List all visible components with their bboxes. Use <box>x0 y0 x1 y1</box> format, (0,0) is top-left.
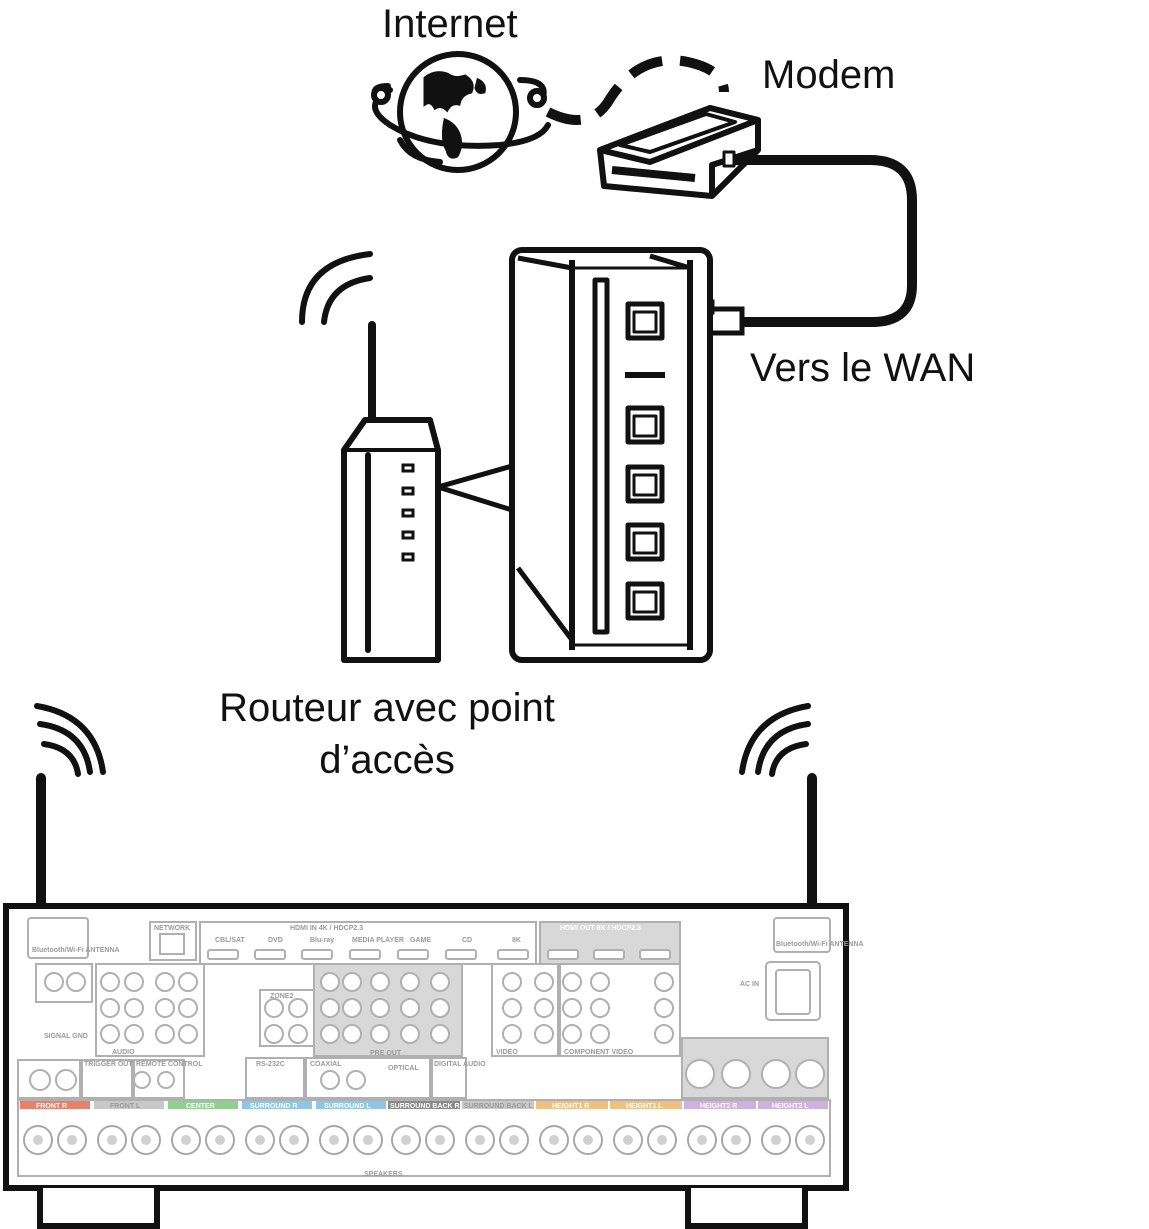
router-label-line2: d’accès <box>319 738 455 782</box>
zone2-label: ZONE2 <box>270 993 293 1000</box>
wan-port <box>625 301 665 341</box>
remote-control-label: REMOTE CONTROL <box>136 1061 203 1068</box>
antenna-label-right: Bluetooth/Wi-Fi ANTENNA <box>776 941 864 948</box>
speaker-group-label: SURROUND R <box>250 1103 297 1110</box>
internet-link-dashed <box>545 55 729 125</box>
hdmi-input-label: GAME <box>410 937 431 944</box>
lan-port <box>625 522 665 562</box>
zoom-callout <box>437 463 513 513</box>
internet-globe-icon <box>371 51 551 173</box>
speaker-group-label: SURROUND L <box>324 1103 371 1110</box>
lan-port <box>625 405 665 445</box>
hdmi-out-label: HDMI OUT 8K / HDCP2.3 <box>560 925 641 932</box>
hdmi-input-label: CD <box>462 937 472 944</box>
speakers-label: SPEAKERS <box>364 1171 403 1178</box>
hdmi-in-label: HDMI IN 4K / HDCP2.3 <box>290 925 363 932</box>
audio-label: AUDIO <box>112 1049 135 1056</box>
rs232c-label: RS-232C <box>256 1061 285 1068</box>
lan-port <box>625 464 665 504</box>
antenna-label-left: Bluetooth/Wi-Fi ANTENNA <box>32 947 120 954</box>
signal-gnd-label: SIGNAL GND <box>44 1033 88 1040</box>
digital-audio-label: DIGITAL AUDIO <box>434 1061 486 1068</box>
left-antenna-icon <box>34 703 106 925</box>
speaker-group-label: HEIGHT1 R <box>552 1103 589 1110</box>
speaker-group-label: HEIGHT2 L <box>772 1103 809 1110</box>
speaker-group-label: SURROUND BACK R <box>390 1103 460 1110</box>
av-receiver: Bluetooth/Wi-Fi ANTENNA Bluetooth/Wi-Fi … <box>3 703 864 1229</box>
router-port-panel <box>509 247 713 663</box>
lan-port <box>625 581 665 621</box>
internet-label: Internet <box>382 2 518 46</box>
router-label-line1: Routeur avec point <box>219 686 555 730</box>
video-label: VIDEO <box>496 1049 518 1056</box>
wan-cable <box>735 155 917 327</box>
modem-label: Modem <box>762 53 896 97</box>
hdmi-input-label: CBL/SAT <box>215 937 246 944</box>
speaker-group-label: HEIGHT2 R <box>700 1103 737 1110</box>
hdmi-input-label: 8K <box>512 937 521 944</box>
preout-label: PRE OUT <box>370 1050 402 1057</box>
router-icon <box>299 251 441 663</box>
coaxial-label: COAXIAL <box>310 1061 342 1068</box>
network-label: NETWORK <box>154 925 190 932</box>
right-antenna-icon <box>739 703 817 925</box>
hdmi-input-label: DVD <box>268 937 283 944</box>
wan-label: Vers le WAN <box>750 346 976 390</box>
ac-in-label: AC IN <box>740 981 759 988</box>
speaker-group-label: FRONT R <box>36 1103 67 1110</box>
speaker-group-label: HEIGHT1 L <box>626 1103 663 1110</box>
optical-label: OPTICAL <box>388 1065 419 1072</box>
trigger-out-label: TRIGGER OUT <box>84 1061 133 1068</box>
speaker-group-label: FRONT L <box>110 1103 141 1110</box>
hdmi-input-label: Blu-ray <box>310 937 334 944</box>
hdmi-input-label: MEDIA PLAYER <box>352 937 404 944</box>
modem-icon <box>597 105 761 199</box>
component-video-label: COMPONENT VIDEO <box>564 1049 634 1056</box>
speaker-group-label: CENTER <box>186 1103 215 1110</box>
speaker-group-label: SURROUND BACK L <box>464 1103 534 1110</box>
